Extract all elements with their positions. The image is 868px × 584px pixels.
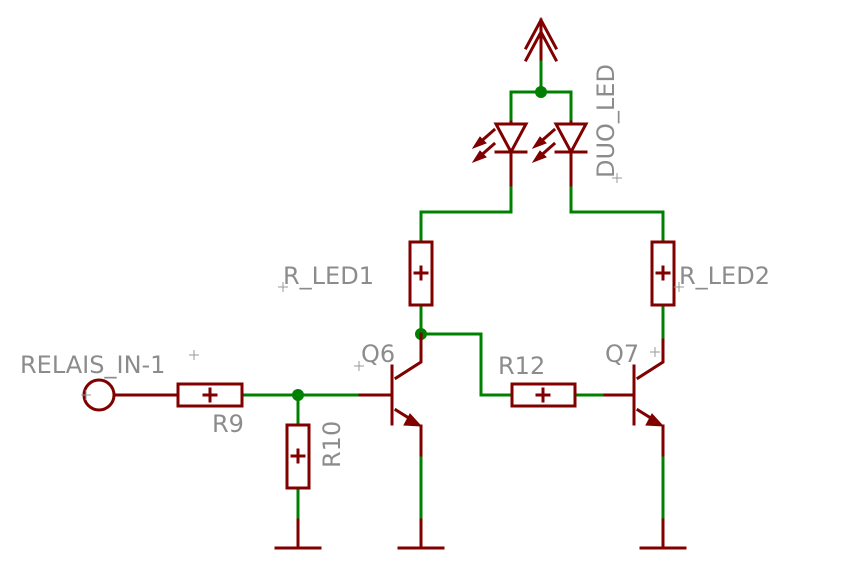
- resistor-r10[interactable]: [285, 423, 311, 490]
- resistor-r-led1[interactable]: [408, 240, 434, 307]
- relais-in-origin-cross: [81, 350, 199, 400]
- junction-base-node: [292, 389, 304, 401]
- r-led2-origin-cross: [674, 282, 684, 292]
- duo-led-label: DUO_LED: [592, 64, 620, 178]
- transistor-q7[interactable]: [603, 338, 665, 457]
- r9-label: R9: [212, 410, 244, 438]
- duo-led-origin-cross: [612, 173, 622, 183]
- q6-label: Q6: [361, 340, 395, 368]
- r12-label: R12: [498, 352, 545, 380]
- r10-label: R10: [318, 421, 346, 468]
- duo-led[interactable]: [471, 120, 589, 187]
- input-connector-relais-in[interactable]: [82, 378, 180, 412]
- resistor-r-led2[interactable]: [650, 240, 676, 307]
- r-led1-origin-cross: [278, 282, 288, 292]
- transistor-q6[interactable]: [358, 332, 423, 457]
- vcc-supply-symbol[interactable]: [523, 16, 559, 64]
- r-led2-label: R_LED2: [679, 262, 770, 290]
- junction-vcc: [535, 86, 547, 98]
- q7-origin-cross: [650, 347, 660, 357]
- q6-origin-cross: [354, 361, 364, 371]
- resistor-r12[interactable]: [510, 382, 577, 408]
- ground-symbol-q7[interactable]: [639, 518, 687, 550]
- resistor-r9[interactable]: [176, 382, 244, 408]
- q7-label: Q7: [605, 340, 639, 368]
- relais-in-label: RELAIS_IN-1: [20, 351, 165, 379]
- r-led1-label: R_LED1: [283, 262, 374, 290]
- ground-symbol-r10[interactable]: [274, 518, 322, 550]
- ground-symbol-q6[interactable]: [397, 518, 445, 550]
